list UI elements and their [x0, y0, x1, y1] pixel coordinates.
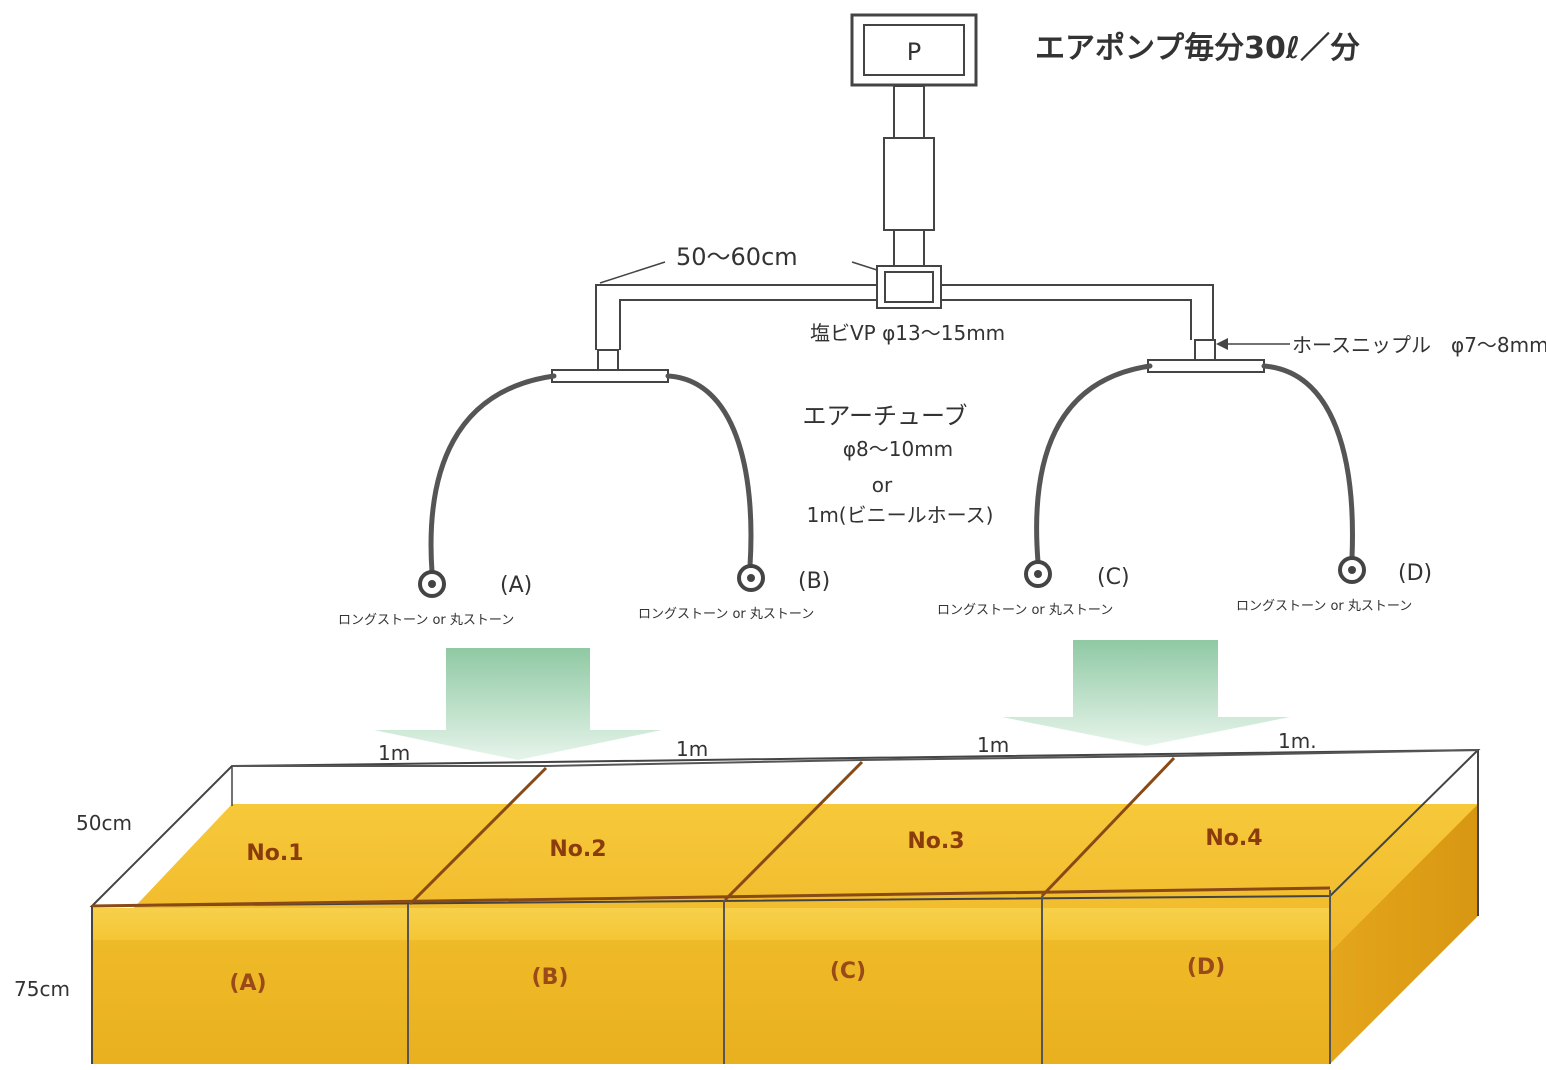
- hose-nipple-left: [597, 349, 619, 371]
- tank-height-label: 75cm: [14, 977, 70, 1001]
- stone-type-a: ロングストーン or 丸ストーン: [338, 613, 514, 628]
- section-label-c: (C): [830, 959, 866, 984]
- liquid-lower-band: [92, 940, 1330, 1064]
- segment-length-1: 1m: [378, 741, 410, 765]
- pvc-pipe: [595, 284, 1214, 350]
- stone-letter-a: (A): [500, 573, 532, 598]
- pump-flow-label: エアポンプ毎分30ℓ／分: [1035, 31, 1360, 66]
- compartment-dividers: [91, 756, 1331, 908]
- compartment-label-3: No.3: [907, 829, 964, 854]
- section-label-b: (B): [532, 965, 569, 990]
- section-label-a: (A): [229, 971, 266, 996]
- air-pump: P: [850, 13, 978, 87]
- air-stone-c: [1024, 560, 1052, 588]
- vertical-pipe: [876, 85, 942, 309]
- nipple-label: ホースニップル φ7～8mm: [1292, 333, 1546, 357]
- stone-type-d: ロングストーン or 丸ストーン: [1236, 599, 1412, 614]
- segment-length-2: 1m: [676, 737, 708, 761]
- compartment-label-2: No.2: [549, 837, 606, 862]
- liquid-right-side: [1330, 804, 1478, 1064]
- air-tubes: [428, 363, 1355, 575]
- tube-name-label: エアーチューブ: [802, 402, 967, 430]
- air-stone-d: [1338, 556, 1366, 584]
- tank: [89, 748, 1481, 1064]
- flow-arrow-left: [374, 648, 662, 760]
- segment-length-4: 1m.: [1278, 729, 1317, 753]
- stone-type-b: ロングストーン or 丸ストーン: [638, 607, 814, 622]
- pipe-length-label: 50～60cm: [676, 243, 798, 271]
- tube-diameter-label: φ8～10mm: [843, 437, 953, 461]
- nipple-arrow: [1216, 338, 1290, 350]
- hose-nipple-right: [1194, 339, 1216, 361]
- pump-box-inner: [863, 24, 965, 76]
- stone-type-c: ロングストーン or 丸ストーン: [937, 603, 1113, 618]
- air-stone-a: [418, 570, 446, 598]
- length-leader-left: [599, 261, 666, 284]
- tube-alt-label: 1m(ビニールホース): [807, 503, 994, 527]
- stone-letter-b: (B): [798, 569, 830, 594]
- liquid-front-face: [92, 908, 1330, 1064]
- manifold-right: [1147, 359, 1265, 373]
- flow-arrow-right: [1002, 640, 1290, 746]
- pipe-spec-label: 塩ビVP φ13～15mm: [810, 321, 1005, 345]
- compartment-label-4: No.4: [1205, 826, 1262, 851]
- air-stone-b: [737, 564, 765, 592]
- compartment-label-1: No.1: [246, 841, 303, 866]
- tank-width-label: 50cm: [76, 811, 132, 835]
- length-leader-right: [851, 261, 878, 271]
- tube-or-label: or: [872, 473, 893, 497]
- stone-letter-c: (C): [1097, 565, 1130, 590]
- segment-length-3: 1m: [977, 733, 1009, 757]
- manifold-left: [551, 369, 669, 383]
- stone-letter-d: (D): [1398, 561, 1432, 586]
- front-dividers: [407, 890, 1331, 1064]
- pump-label: P: [907, 38, 921, 66]
- section-label-d: (D): [1187, 955, 1225, 980]
